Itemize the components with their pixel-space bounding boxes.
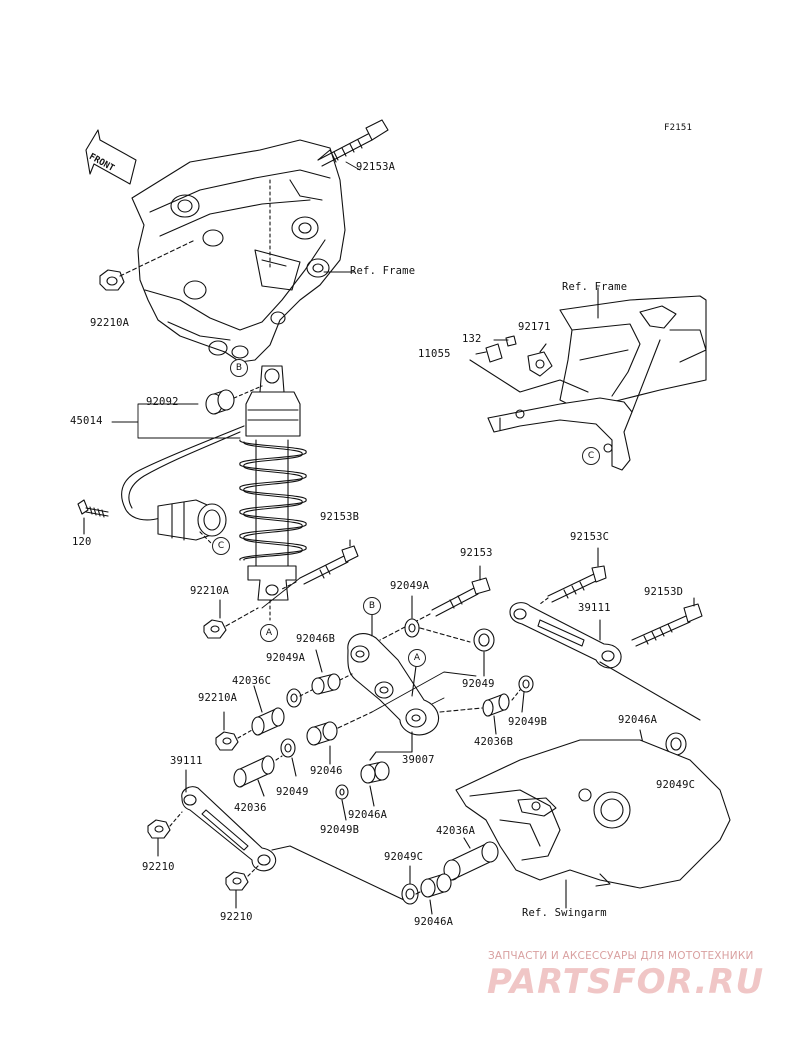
watermark-tagline: ЗАПЧАСТИ И АКСЕССУАРЫ ДЛЯ МОТОТЕХНИКИ	[488, 950, 754, 962]
washer-92049C-bottom-drawing	[401, 865, 419, 905]
part-label-39111-right: 39111	[578, 602, 611, 614]
leader-lines	[111, 161, 361, 439]
part-label-92210-right: 92210	[220, 911, 253, 923]
swingarm-drawing	[455, 739, 731, 909]
collar-92046-drawing	[306, 711, 373, 765]
part-label-92049A-upper: 92049A	[390, 580, 430, 592]
part-label-92210-left: 92210	[142, 861, 175, 873]
ref-frame-upper-label: Ref. Frame	[350, 265, 416, 277]
part-label-92049C-bottom: 92049C	[384, 851, 424, 863]
nut-92210A-mid-drawing	[203, 599, 259, 639]
part-label-92049A-lower: 92049A	[266, 652, 306, 664]
collar-42036B-drawing	[439, 689, 521, 735]
part-label-92171: 92171	[518, 321, 551, 333]
part-label-92049B-left: 92049B	[320, 824, 360, 836]
assembly-lines	[261, 577, 477, 713]
nut-92210A-top-drawing	[99, 239, 196, 291]
collar-42036C-drawing	[251, 685, 285, 736]
bolt-92153B-drawing	[279, 539, 359, 591]
part-label-92153A: 92153A	[356, 161, 396, 173]
diagram-code: F2151	[664, 123, 693, 133]
bolt-92153C-drawing	[539, 547, 607, 605]
callout-c-right: C	[582, 447, 600, 465]
collar-92046B-drawing	[311, 649, 353, 695]
watermark-logo: PARTSFOR.RU	[487, 962, 765, 1002]
rocker-arm-39007-drawing	[347, 611, 440, 761]
bracket-11055-drawing	[469, 335, 589, 393]
part-label-39111-left: 39111	[170, 755, 203, 767]
bolt-92153A-drawing	[317, 119, 389, 167]
callout-b-upper: B	[230, 359, 248, 377]
washer-92049B-left-drawing	[335, 784, 349, 821]
collar-92046A-bottom-drawing	[415, 873, 452, 915]
bolt-92153D-drawing	[631, 597, 703, 647]
bushing-92092-drawing	[205, 385, 263, 415]
part-label-92049B-right: 92049B	[508, 716, 548, 728]
washer-92049A-lower-drawing	[286, 688, 313, 708]
part-label-92153B: 92153B	[320, 511, 360, 523]
tie-rod-39111-left-drawing	[181, 769, 405, 901]
callout-a-left: A	[260, 624, 278, 642]
frame-upper-drawing	[131, 139, 346, 363]
callout-a-right: A	[408, 649, 426, 667]
screw-120-drawing	[77, 499, 109, 535]
part-label-39007: 39007	[402, 754, 435, 766]
part-label-92049-left: 92049	[276, 786, 309, 798]
front-arrow-icon	[85, 129, 137, 185]
part-label-92049C-right: 92049C	[656, 779, 696, 791]
tie-rod-39111-right-drawing	[509, 602, 701, 721]
part-label-92046: 92046	[310, 765, 343, 777]
callout-c-left: C	[212, 537, 230, 555]
part-label-132: 132	[462, 333, 482, 345]
part-label-92210A-low: 92210A	[198, 692, 238, 704]
part-label-120: 120	[72, 536, 92, 548]
part-label-92210A-mid: 92210A	[190, 585, 230, 597]
part-label-42036B: 42036B	[474, 736, 514, 748]
part-label-42036: 42036	[234, 802, 267, 814]
part-label-92153C: 92153C	[570, 531, 610, 543]
part-label-92153: 92153	[460, 547, 493, 559]
washer-92049-right-drawing	[473, 628, 495, 677]
nut-92210-left-drawing	[147, 811, 183, 857]
ref-frame-right-label: Ref. Frame	[562, 281, 628, 293]
part-label-92046A-left: 92046A	[348, 809, 388, 821]
shock-absorber-drawing	[121, 365, 307, 621]
part-label-11055: 11055	[418, 348, 451, 360]
nut-92210-right-drawing	[225, 865, 259, 909]
part-label-92153D: 92153D	[644, 586, 684, 598]
part-label-92210A-top: 92210A	[90, 317, 130, 329]
part-label-92046A-bottom: 92046A	[414, 916, 454, 928]
bolt-92153-drawing	[379, 565, 491, 641]
washer-92049A-top-drawing	[404, 595, 471, 643]
part-label-45014: 45014	[70, 415, 103, 427]
part-label-92092: 92092	[146, 396, 179, 408]
collar-42036-drawing	[233, 755, 283, 797]
collar-42036A-drawing	[443, 837, 499, 881]
washer-92049B-right-drawing	[518, 675, 534, 713]
nut-92210A-low-drawing	[215, 711, 253, 751]
part-label-92049-right: 92049	[462, 678, 495, 690]
part-label-92046B: 92046B	[296, 633, 336, 645]
frame-right-drawing	[487, 287, 707, 471]
part-label-42036A: 42036A	[436, 825, 476, 837]
ref-swingarm-label: Ref. Swingarm	[522, 907, 607, 919]
collar-92046A-left-drawing	[360, 761, 390, 807]
part-label-92046A-right: 92046A	[618, 714, 658, 726]
part-label-42036C: 42036C	[232, 675, 272, 687]
callout-b-lower: B	[363, 597, 381, 615]
washer-92049-mid-drawing	[280, 738, 297, 777]
